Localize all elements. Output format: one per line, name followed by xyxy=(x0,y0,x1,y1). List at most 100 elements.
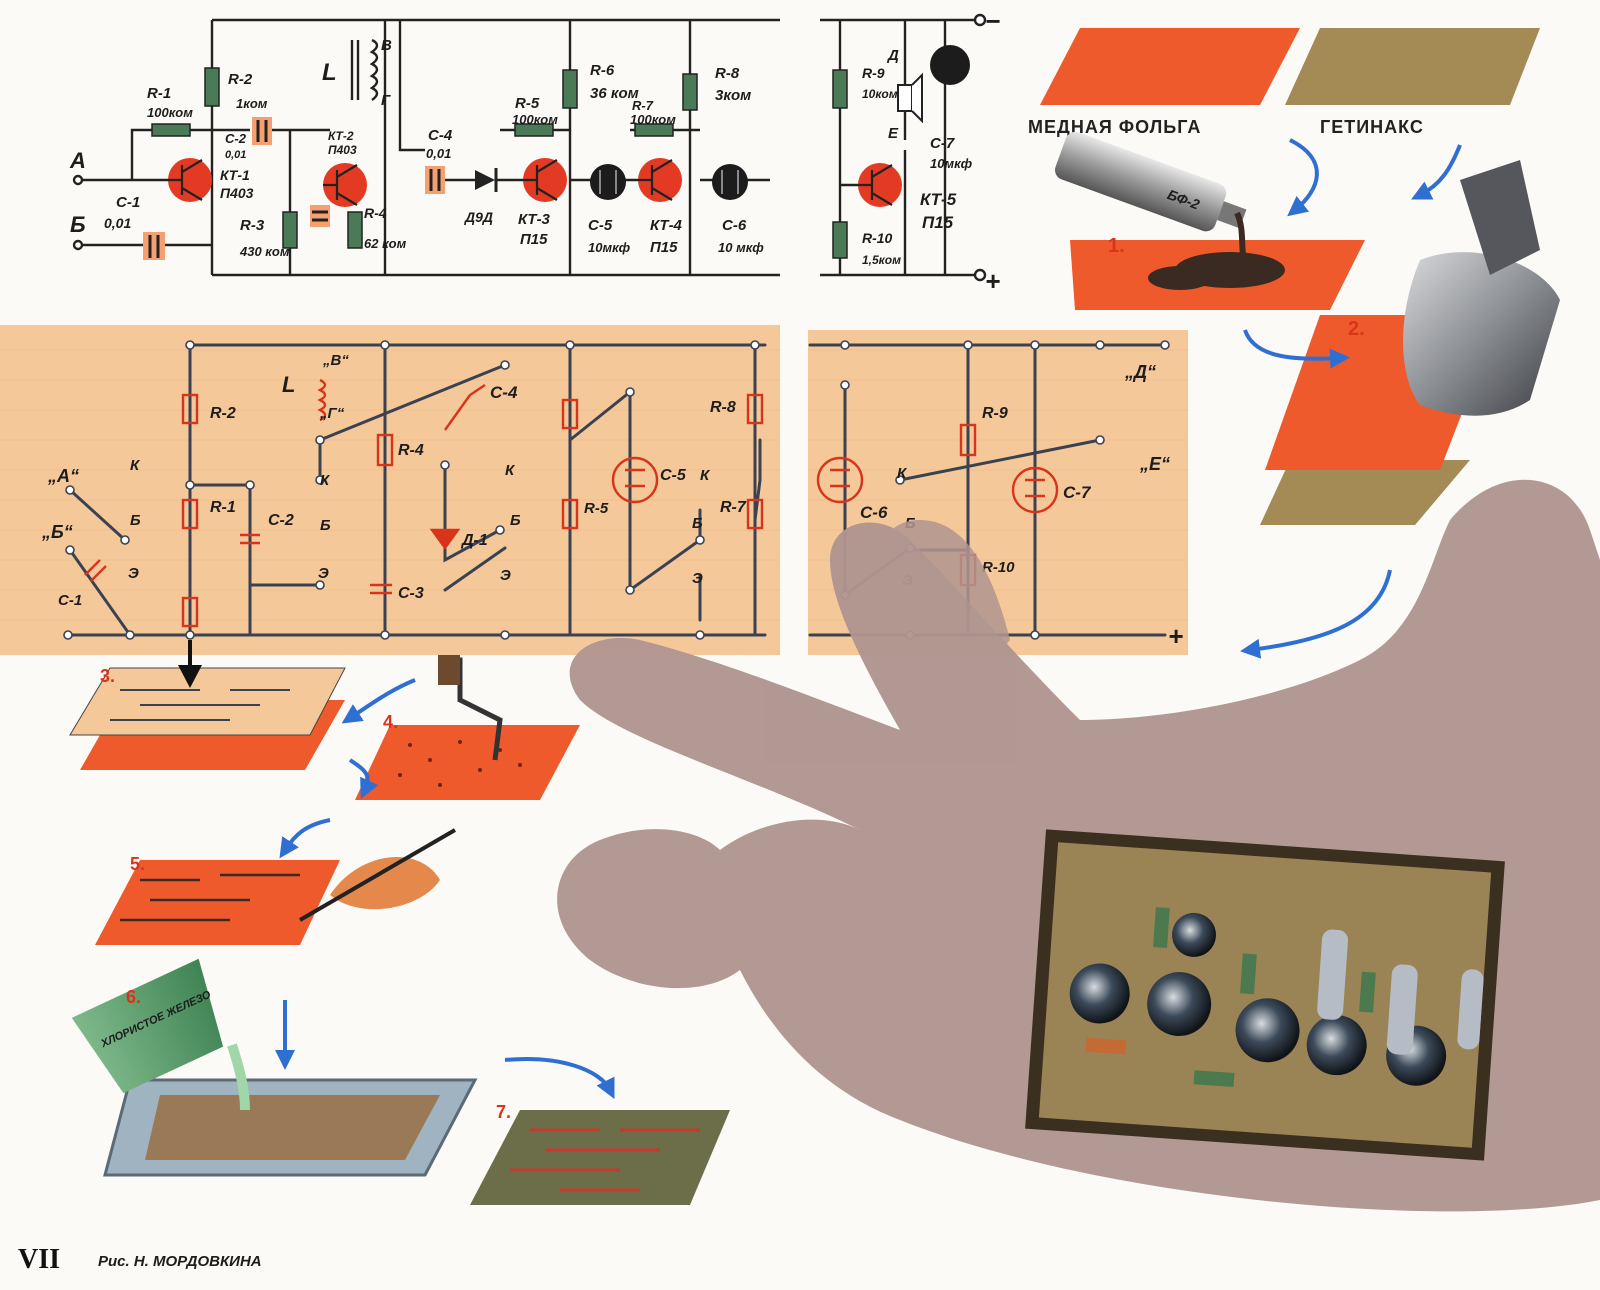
r8-value: 3ком xyxy=(715,87,751,104)
page-number: VII xyxy=(18,1244,60,1275)
process-arrows xyxy=(275,138,1462,1099)
getinax-label: ГЕТИНАКС xyxy=(1320,117,1424,137)
r10-value: 1,5ком xyxy=(862,253,901,267)
r5-value: 100ком xyxy=(512,112,558,127)
terminal-plus-label: + xyxy=(1168,621,1183,651)
kt5-value: П15 xyxy=(922,213,954,232)
kt2-value: П403 xyxy=(328,143,357,157)
c4-value: 0,01 xyxy=(426,146,451,161)
output-plus-label: + xyxy=(985,266,1000,296)
coil-pin-g: Г xyxy=(381,92,391,109)
board-r1-label: R-1 xyxy=(210,499,236,516)
page-footer: VII Рис. Н. МОРДОВКИНА xyxy=(18,1244,262,1275)
c1-value: 0,01 xyxy=(104,215,131,231)
kt2-ref: КТ-2 xyxy=(328,129,354,143)
board-c5-label: C-5 xyxy=(660,467,687,484)
step-7-result: 7. xyxy=(470,1102,730,1205)
board-r9-label: R-9 xyxy=(982,405,1008,422)
step-5-paint: 5. xyxy=(95,828,457,945)
board-r10-label: R-10 xyxy=(982,559,1015,576)
kt1-ref: КТ-1 xyxy=(220,167,250,183)
pin-e-3: Э xyxy=(500,567,511,584)
r4-value: 62 ком xyxy=(364,236,407,251)
material-copper-foil: МЕДНАЯ ФОЛЬГА xyxy=(1028,28,1300,137)
pin-b-3: Б xyxy=(510,512,521,529)
c5-value: 10мкф xyxy=(588,240,631,255)
schematic-coil xyxy=(350,38,379,101)
board-c6-label: C-6 xyxy=(860,503,888,522)
pin-e-1: Э xyxy=(128,565,139,582)
schematic-transistors xyxy=(168,158,902,207)
board-c4-label: C-4 xyxy=(490,383,518,402)
c2-value: 0,01 xyxy=(225,149,246,161)
board-c7-label: C-7 xyxy=(1063,483,1092,502)
board-c1-label: C-1 xyxy=(58,592,82,609)
terminal-e-label: „Е“ xyxy=(1139,454,1170,474)
kt4-value: П15 xyxy=(650,239,678,256)
pin-b-2: Б xyxy=(320,517,331,534)
pin-k-2: К xyxy=(320,472,331,489)
illustration-credit: Рис. Н. МОРДОВКИНА xyxy=(98,1253,262,1270)
pin-e-2: Э xyxy=(318,565,329,582)
r7-ref: R-7 xyxy=(632,98,654,113)
step-5-number: 5. xyxy=(130,854,145,874)
board-r5-label: R-5 xyxy=(584,500,609,517)
pin-k-3: К xyxy=(505,462,516,479)
c2-ref: C-2 xyxy=(225,131,247,146)
pin-k-5: К xyxy=(897,465,908,482)
finished-module xyxy=(1025,829,1505,1161)
schematic-diode xyxy=(475,168,498,192)
schematic-labels: А Б − + R-1 100ком R-2 1ком R-3 430 ком … xyxy=(69,6,1000,296)
diode-label: Д9Д xyxy=(464,209,493,225)
terminal-a-label: „А“ xyxy=(47,466,79,486)
r6-value: 36 ком xyxy=(590,85,639,102)
c1-ref: C-1 xyxy=(116,194,140,211)
pin-k-4: К xyxy=(700,467,711,484)
pin-b-1: Б xyxy=(130,512,141,529)
pin-e-4: Э xyxy=(692,570,703,587)
step-1-number: 1. xyxy=(1108,235,1125,257)
output-minus-label: − xyxy=(985,6,1000,36)
board-r2-label: R-2 xyxy=(210,405,236,422)
r4-ref: R-4 xyxy=(364,205,387,221)
step-4-drill: 4. xyxy=(355,655,580,800)
r5-ref: R-5 xyxy=(515,95,540,112)
coil-l-label: L xyxy=(322,59,337,86)
step-2-number: 2. xyxy=(1348,318,1365,340)
r1-value: 100ком xyxy=(147,105,193,120)
r10-ref: R-10 xyxy=(862,230,893,246)
c5-ref: C-5 xyxy=(588,217,613,234)
board-r8-label: R-8 xyxy=(710,399,736,416)
board-c3-label: C-3 xyxy=(398,585,424,602)
terminal-g-label: „Г“ xyxy=(319,405,345,422)
coil-pin-v: В xyxy=(381,37,392,54)
schematic-resistors xyxy=(151,67,848,259)
c6-value: 10 мкф xyxy=(718,240,764,255)
r1-ref: R-1 xyxy=(147,85,171,102)
r2-value: 1ком xyxy=(236,96,268,111)
board-r4-label: R-4 xyxy=(398,442,424,459)
schematic-earphone xyxy=(897,72,923,124)
earphone-pin-d: Д xyxy=(886,47,899,64)
r3-value: 430 ком xyxy=(239,244,290,259)
step-3-overlay: 3. xyxy=(69,640,346,770)
board-r7-label: R-7 xyxy=(720,499,747,516)
c7-ref: C-7 xyxy=(930,135,955,152)
step-4-number: 4. xyxy=(383,712,398,732)
r8-ref: R-8 xyxy=(715,65,740,82)
r9-ref: R-9 xyxy=(862,65,885,81)
input-a-label: А xyxy=(69,148,86,173)
c4-ref: C-4 xyxy=(428,127,453,144)
terminal-v-label: „В“ xyxy=(322,352,349,369)
board-coil-label: L xyxy=(282,372,295,397)
copper-foil-label: МЕДНАЯ ФОЛЬГА xyxy=(1028,117,1201,137)
schematic-capacitors xyxy=(143,117,445,260)
step-6-etch: ХЛОРИСТОЕ ЖЕЛЕЗО 6. xyxy=(71,958,478,1177)
c6-ref: C-6 xyxy=(722,217,747,234)
pin-k-1: К xyxy=(130,457,141,474)
r2-ref: R-2 xyxy=(228,71,253,88)
step-3-number: 3. xyxy=(100,666,115,686)
schematic-electrolytics xyxy=(590,45,970,200)
